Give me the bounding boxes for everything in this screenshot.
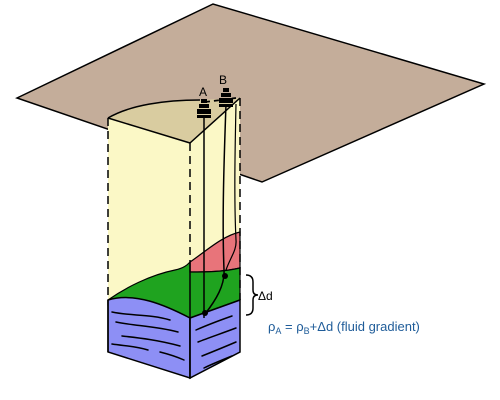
water-bedding-lines [111, 311, 237, 369]
column-top-front-edge [107, 117, 191, 144]
derrick-a-icon [197, 99, 211, 118]
well-a-label: A [199, 85, 207, 99]
fluid-gradient-formula: ρA = ρB+Δd (fluid gradient) [268, 319, 420, 336]
delta-d-bracket [245, 274, 259, 316]
delta-d-label: Δd [258, 289, 273, 303]
well-b-label: B [219, 73, 227, 87]
derrick-b-icon [219, 88, 233, 107]
well-b-pressure-point [222, 273, 228, 279]
well-b-bore-inner [225, 103, 237, 271]
column-dashed-edges [107, 98, 241, 300]
well-b-bore [204, 103, 227, 315]
column-top-outline [107, 99, 201, 119]
reservoir-column-side [108, 118, 190, 318]
ground-surface-plane [15, 3, 487, 183]
well-a-pressure-point [202, 310, 208, 316]
